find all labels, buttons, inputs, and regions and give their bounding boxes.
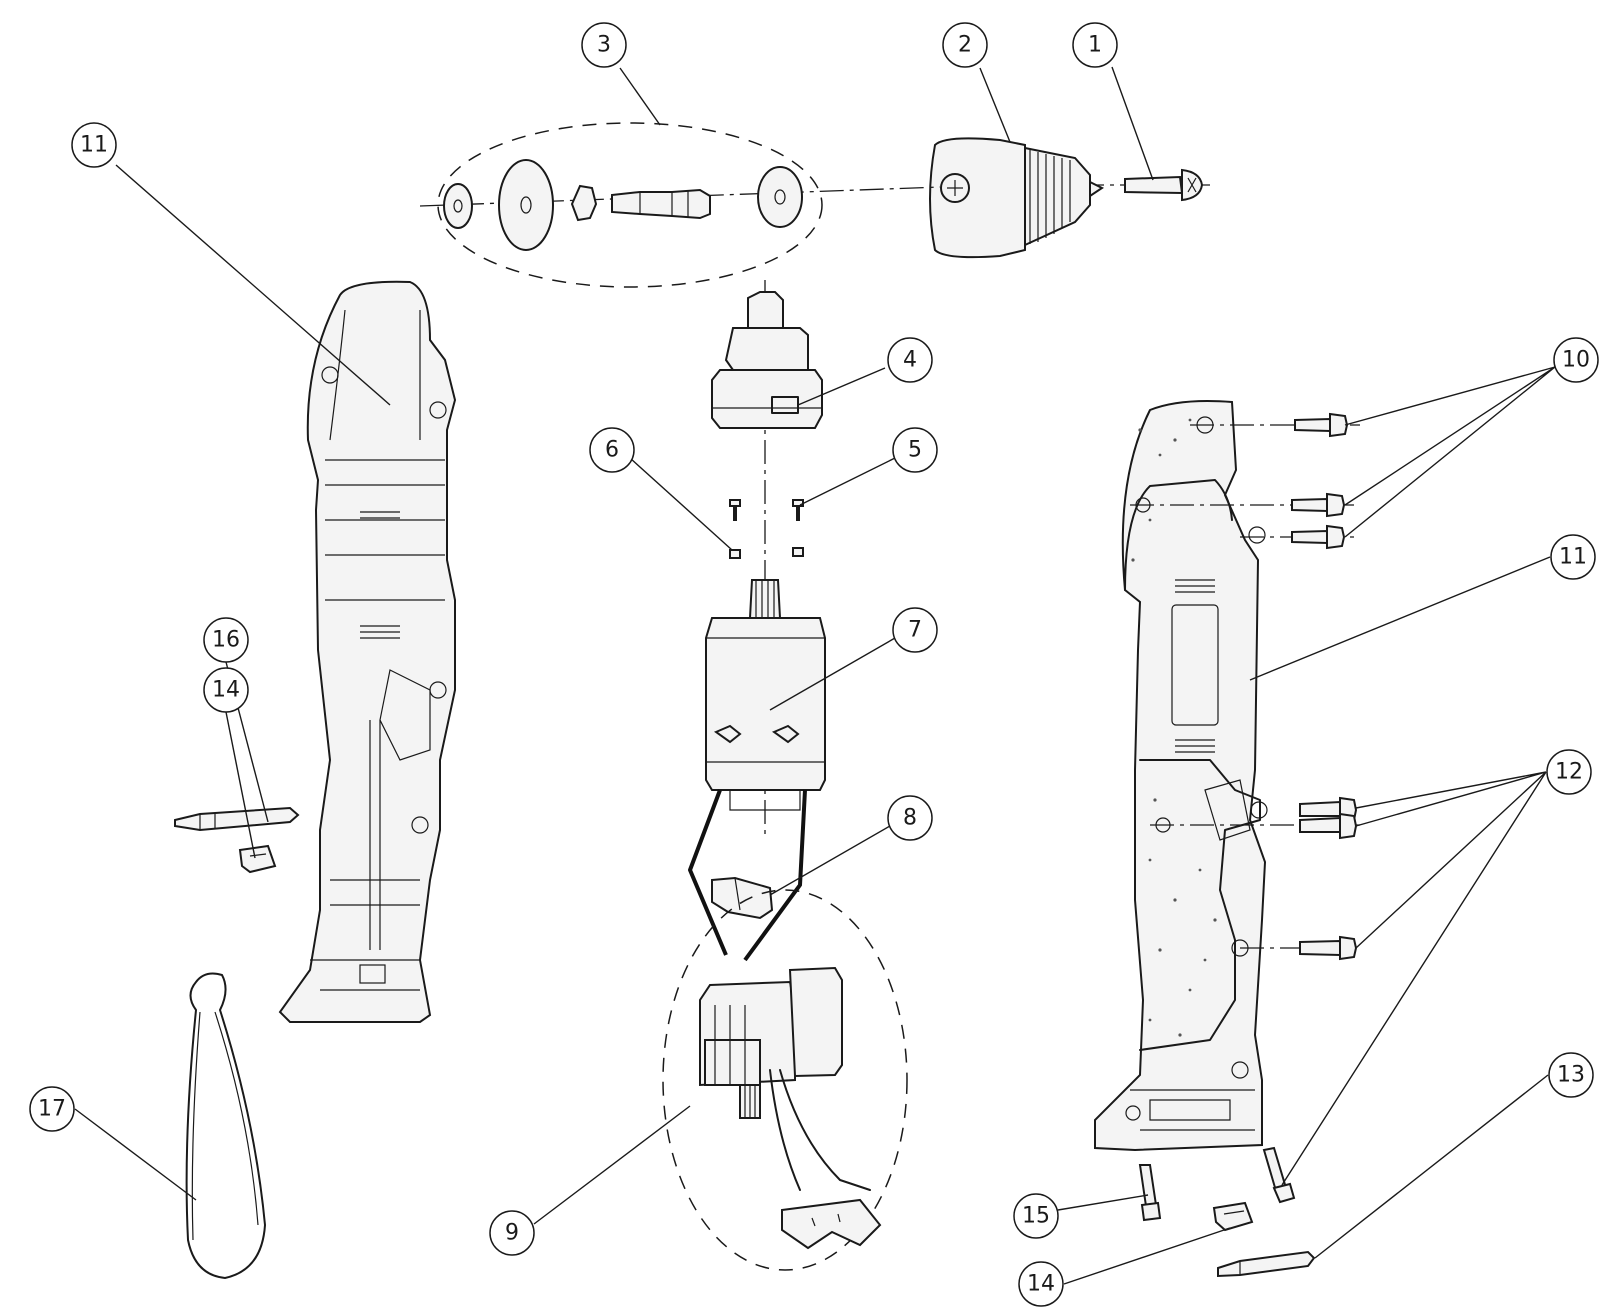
svg-text:16: 16 xyxy=(212,628,240,653)
callout-2: 2 xyxy=(942,22,988,68)
svg-text:17: 17 xyxy=(38,1097,66,1122)
svg-text:11: 11 xyxy=(1559,545,1587,570)
part-bit-holder-14-left xyxy=(238,844,277,874)
callout-11-right: 11 xyxy=(1550,534,1596,580)
callout-15: 15 xyxy=(1013,1193,1059,1239)
callout-4: 4 xyxy=(887,337,933,383)
part-screw-15 xyxy=(1138,1164,1162,1222)
part-motor-wires xyxy=(688,789,807,962)
part-keyless-chuck-2 xyxy=(929,137,1104,259)
part-bit-13 xyxy=(1217,1250,1316,1278)
part-gear-set-3 xyxy=(419,122,941,288)
svg-text:8: 8 xyxy=(903,806,917,831)
callout-14-right: 14 xyxy=(1018,1261,1064,1307)
callout-8: 8 xyxy=(887,795,933,841)
svg-text:1: 1 xyxy=(1088,33,1102,58)
callout-14-left: 14 xyxy=(203,667,249,713)
svg-text:15: 15 xyxy=(1022,1204,1050,1229)
callout-1: 1 xyxy=(1072,22,1118,68)
svg-text:4: 4 xyxy=(903,348,917,373)
svg-text:13: 13 xyxy=(1557,1063,1585,1088)
part-screws-12 xyxy=(1150,796,1360,1204)
callout-11-left: 11 xyxy=(71,122,117,168)
part-motor-7 xyxy=(705,579,826,811)
callout-12: 12 xyxy=(1546,749,1592,795)
callout-17: 17 xyxy=(29,1086,75,1132)
part-bit-holder-14-right xyxy=(1212,1201,1254,1232)
part-washer-6 xyxy=(729,499,741,559)
svg-text:14: 14 xyxy=(212,678,240,703)
leader-lines xyxy=(74,66,1556,1285)
part-screw-bit-1 xyxy=(1080,168,1210,202)
callout-16: 16 xyxy=(203,617,249,663)
callout-7: 7 xyxy=(892,607,938,653)
svg-text:10: 10 xyxy=(1562,348,1590,373)
rubber-overmold-speckle xyxy=(1131,418,1217,1037)
part-screwdriver-bit-16 xyxy=(174,806,300,832)
svg-text:3: 3 xyxy=(597,33,611,58)
svg-text:6: 6 xyxy=(605,438,619,463)
callout-6: 6 xyxy=(589,427,635,473)
svg-text:2: 2 xyxy=(958,33,972,58)
callout-5: 5 xyxy=(892,427,938,473)
part-gearbox-4 xyxy=(711,291,823,429)
part-screws-10 xyxy=(1130,412,1360,550)
callout-13: 13 xyxy=(1548,1052,1594,1098)
svg-text:14: 14 xyxy=(1027,1272,1055,1297)
part-switch-assembly-9 xyxy=(662,889,908,1271)
part-screw-5 xyxy=(792,499,804,557)
svg-text:11: 11 xyxy=(80,133,108,158)
callout-10: 10 xyxy=(1553,337,1599,383)
svg-text:7: 7 xyxy=(908,618,922,643)
svg-text:12: 12 xyxy=(1555,760,1583,785)
part-housing-right-11 xyxy=(1094,400,1268,1152)
callout-3: 3 xyxy=(581,22,627,68)
part-switch-actuator-8 xyxy=(711,876,774,920)
part-housing-left-11 xyxy=(278,280,457,1023)
part-belt-clip-lanyard-17 xyxy=(185,972,266,1279)
svg-text:5: 5 xyxy=(908,438,922,463)
svg-text:9: 9 xyxy=(505,1221,519,1246)
callout-9: 9 xyxy=(489,1210,535,1256)
